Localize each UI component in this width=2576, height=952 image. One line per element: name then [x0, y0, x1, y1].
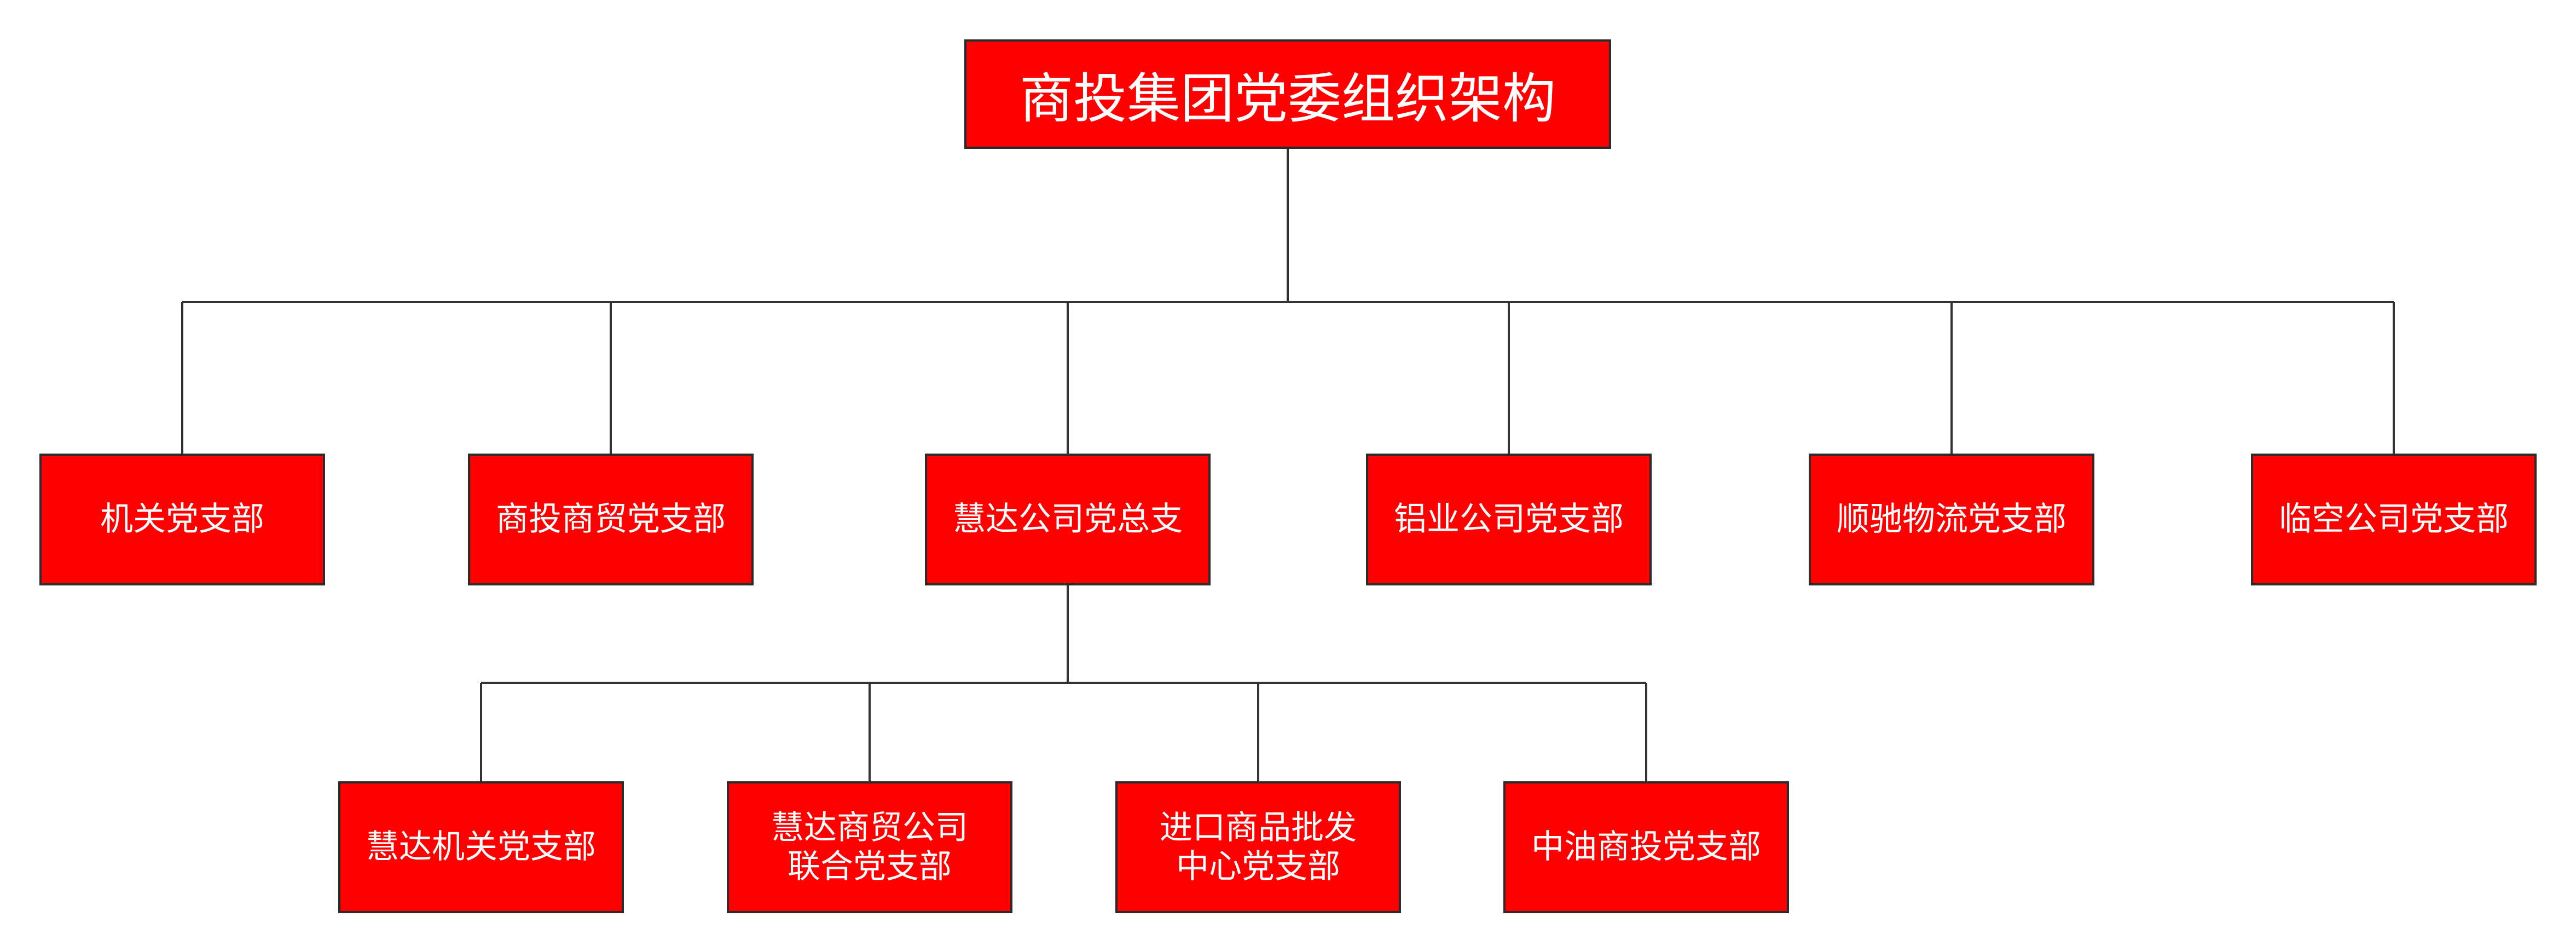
sub-branch-node-zhongyou-shangtou: 中油商投党支部 — [1503, 781, 1789, 913]
sub-branch-node-huida-jiguan: 慧达机关党支部 — [338, 781, 624, 913]
branch-node-label: 商投商贸党支部 — [496, 500, 726, 539]
sub-branch-node-label: 进口商品批发中心党支部 — [1160, 808, 1357, 886]
branch-node-huida: 慧达公司党总支 — [925, 454, 1211, 585]
branch-node-label: 慧达公司党总支 — [953, 500, 1183, 539]
sub-branch-node-label: 慧达机关党支部 — [366, 828, 596, 867]
sub-branch-node-label: 中油商投党支部 — [1531, 828, 1761, 867]
branch-node-shangtou-shangmao: 商投商贸党支部 — [468, 454, 754, 585]
branch-node-shunchi-wuliu: 顺驰物流党支部 — [1809, 454, 2094, 585]
branch-node-jiguan: 机关党支部 — [39, 454, 325, 585]
branch-node-label: 临空公司党支部 — [2279, 500, 2509, 539]
branch-node-label: 顺驰物流党支部 — [1837, 500, 2066, 539]
sub-branch-node-huida-shangmao: 慧达商贸公司联合党支部 — [727, 781, 1012, 913]
branch-node-lvye: 铝业公司党支部 — [1366, 454, 1652, 585]
branch-node-label: 机关党支部 — [100, 500, 264, 539]
sub-branch-node-label: 慧达商贸公司联合党支部 — [771, 808, 968, 886]
sub-branch-node-import-wholesale: 进口商品批发中心党支部 — [1115, 781, 1401, 913]
root-node: 商投集团党委组织架构 — [964, 39, 1611, 149]
branch-node-label: 铝业公司党支部 — [1394, 500, 1624, 539]
root-node-label: 商投集团党委组织架构 — [1019, 68, 1556, 130]
branch-node-linkong: 临空公司党支部 — [2251, 454, 2537, 585]
